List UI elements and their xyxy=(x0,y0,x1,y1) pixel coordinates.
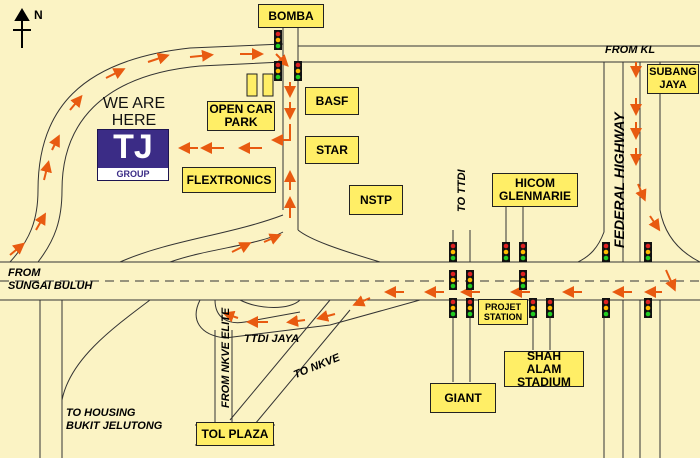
from-kl-label: FROM KL xyxy=(605,44,656,56)
to-ttdi-label: TO TTDI xyxy=(456,169,468,212)
from-sungai-buluh-label-2: SUNGAI BULUH xyxy=(8,280,93,292)
logo-group: GROUP xyxy=(98,168,168,180)
projet-station-box: PROJET STATION xyxy=(478,299,528,325)
flextronics-box: FLEXTRONICS xyxy=(182,167,276,193)
compass-label: N xyxy=(34,8,43,22)
tol-plaza-box: TOL PLAZA xyxy=(196,422,274,446)
we-are-here-label: WE ARE HERE xyxy=(96,95,172,129)
subang-jaya-box: SUBANG JAYA xyxy=(647,64,699,94)
from-nkve-elite-label: FROM NKVE ELITE xyxy=(220,307,232,408)
open-car-park-box: OPEN CAR PARK xyxy=(207,101,275,131)
from-sungai-buluh-label-1: FROM xyxy=(8,267,41,279)
here-line2: HERE xyxy=(111,112,157,129)
bomba-box: BOMBA xyxy=(258,4,324,28)
hicom-glenmarie-box: HICOM GLENMARIE xyxy=(492,173,578,207)
star-box: STAR xyxy=(305,136,359,164)
here-line1: WE ARE xyxy=(102,95,166,112)
nstp-box: NSTP xyxy=(349,185,403,215)
to-housing-label-2: BUKIT JELUTONG xyxy=(66,420,163,432)
federal-highway-label: FEDERAL HIGHWAY xyxy=(611,112,627,248)
to-housing-label-1: TO HOUSING xyxy=(66,407,136,419)
shah-alam-stadium-box: SHAH ALAM STADIUM xyxy=(504,349,584,388)
logo-initials: TJ xyxy=(113,128,153,166)
giant-box: GIANT xyxy=(430,383,496,413)
basf-box: BASF xyxy=(305,87,359,115)
tj-group-logo: TJ GROUP xyxy=(97,128,169,181)
ttdi-jaya-label: TTDI JAYA xyxy=(244,333,300,345)
